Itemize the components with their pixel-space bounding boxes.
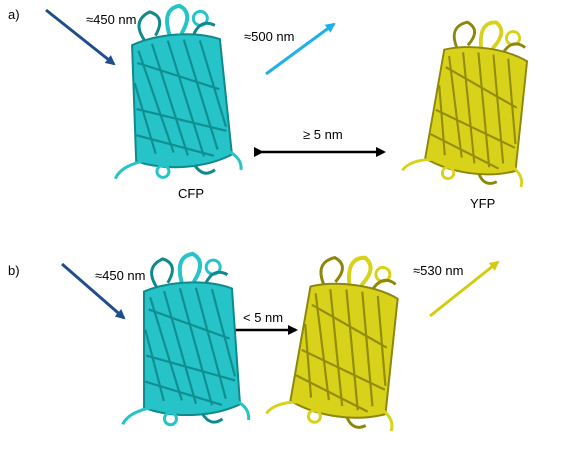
- excitation-arrow-b: [61, 262, 126, 320]
- panel-a-label: a): [8, 7, 20, 22]
- acceptor-label: YFP: [470, 196, 496, 211]
- panel-b-label: b): [8, 263, 20, 278]
- distance-label-b: < 5 nm: [243, 310, 284, 325]
- excitation-wavelength-label-b: ≈450 nm: [95, 268, 146, 283]
- cfp-protein-icon: [103, 2, 242, 181]
- excitation-arrow-a: [45, 8, 116, 66]
- yfp-emission-arrow-b: [429, 260, 500, 318]
- cfp-emission-arrow-a: [265, 22, 336, 76]
- yfp-protein-icon: [266, 247, 415, 434]
- excitation-wavelength-label-a: ≈450 nm: [86, 12, 137, 27]
- yfp-protein-icon: [402, 12, 544, 189]
- panel-b: [61, 247, 500, 434]
- donor-label: CFP: [178, 186, 204, 201]
- distance-label-a: ≥ 5 nm: [303, 127, 343, 142]
- panel-a: [45, 2, 544, 189]
- emission-wavelength-label-a: ≈500 nm: [244, 29, 295, 44]
- emission-wavelength-label-b: ≈530 nm: [413, 263, 464, 278]
